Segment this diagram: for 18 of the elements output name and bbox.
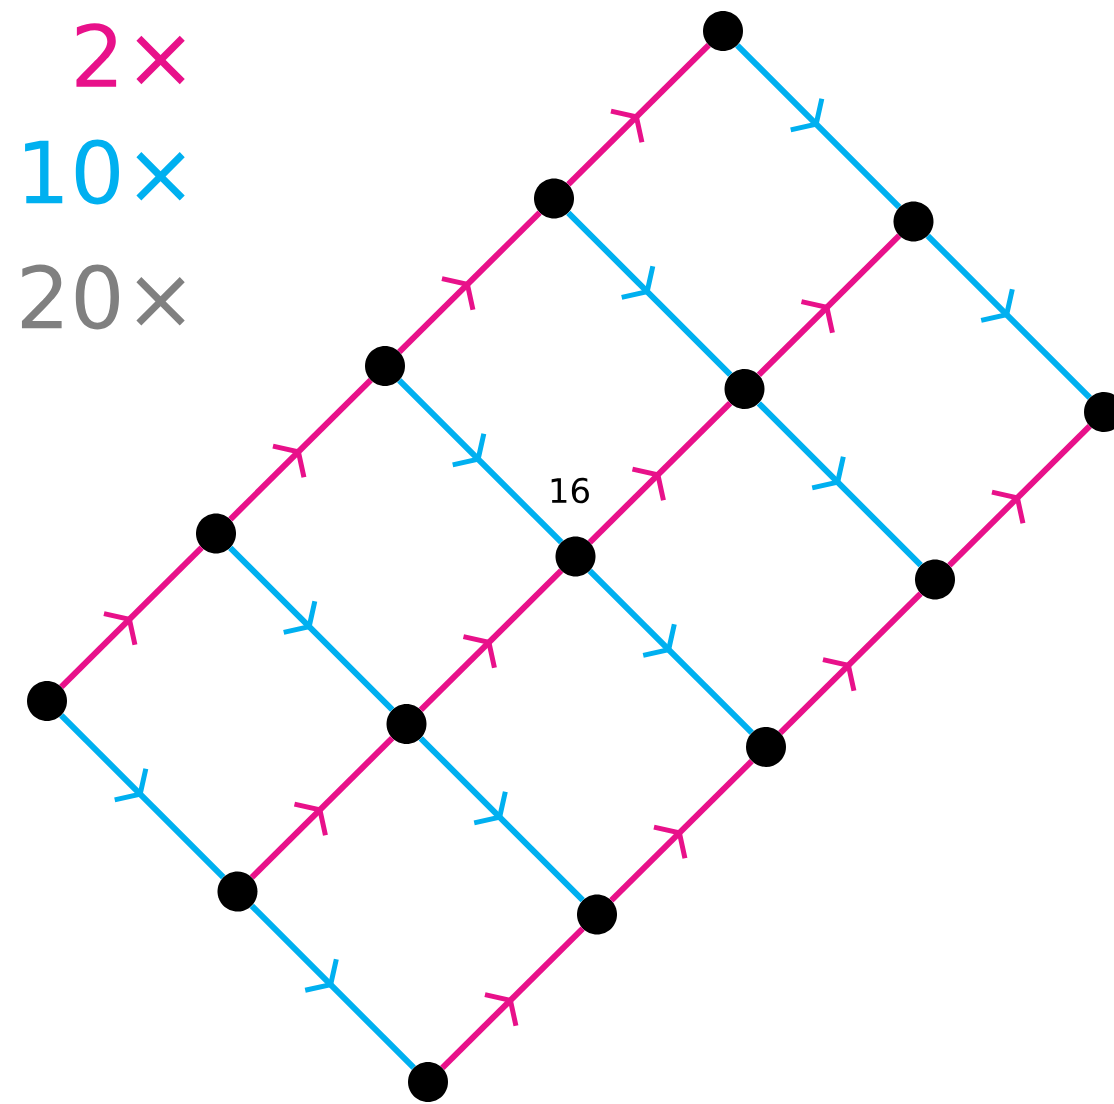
dot [724,369,765,409]
dot [217,871,258,912]
dot [893,201,934,242]
dot [365,346,405,386]
multiplier-label: 20× [21,264,185,330]
dot [915,559,955,600]
dot [534,178,574,219]
dot [577,894,617,935]
number-label: 16 [551,477,589,504]
dot [703,11,743,51]
multiplier-label: 10× [25,139,185,205]
dot [555,536,596,577]
dot [408,1062,448,1102]
dot [386,704,427,744]
dot [746,727,786,767]
dot [27,681,67,721]
dot [196,513,236,554]
multiplier-label: 2× [76,23,185,87]
